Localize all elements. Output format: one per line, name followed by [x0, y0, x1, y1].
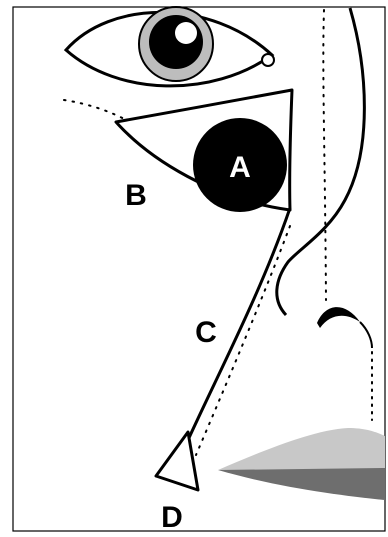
- nostril-curve: [360, 322, 372, 348]
- eye-caruncle: [262, 54, 274, 66]
- dotted-guide-vertical: [323, 10, 326, 300]
- lip-upper: [218, 428, 385, 470]
- label-a: A: [229, 151, 251, 184]
- label-b: B: [125, 179, 147, 212]
- lip-lower: [218, 468, 385, 500]
- label-c: C: [195, 316, 217, 349]
- eye-highlight: [175, 22, 197, 44]
- region-d-triangle: [156, 432, 198, 490]
- nostril: [317, 307, 360, 328]
- eye: [66, 7, 274, 86]
- dotted-guide-left: [64, 100, 130, 122]
- pupil: [149, 15, 203, 69]
- label-d: D: [161, 501, 183, 534]
